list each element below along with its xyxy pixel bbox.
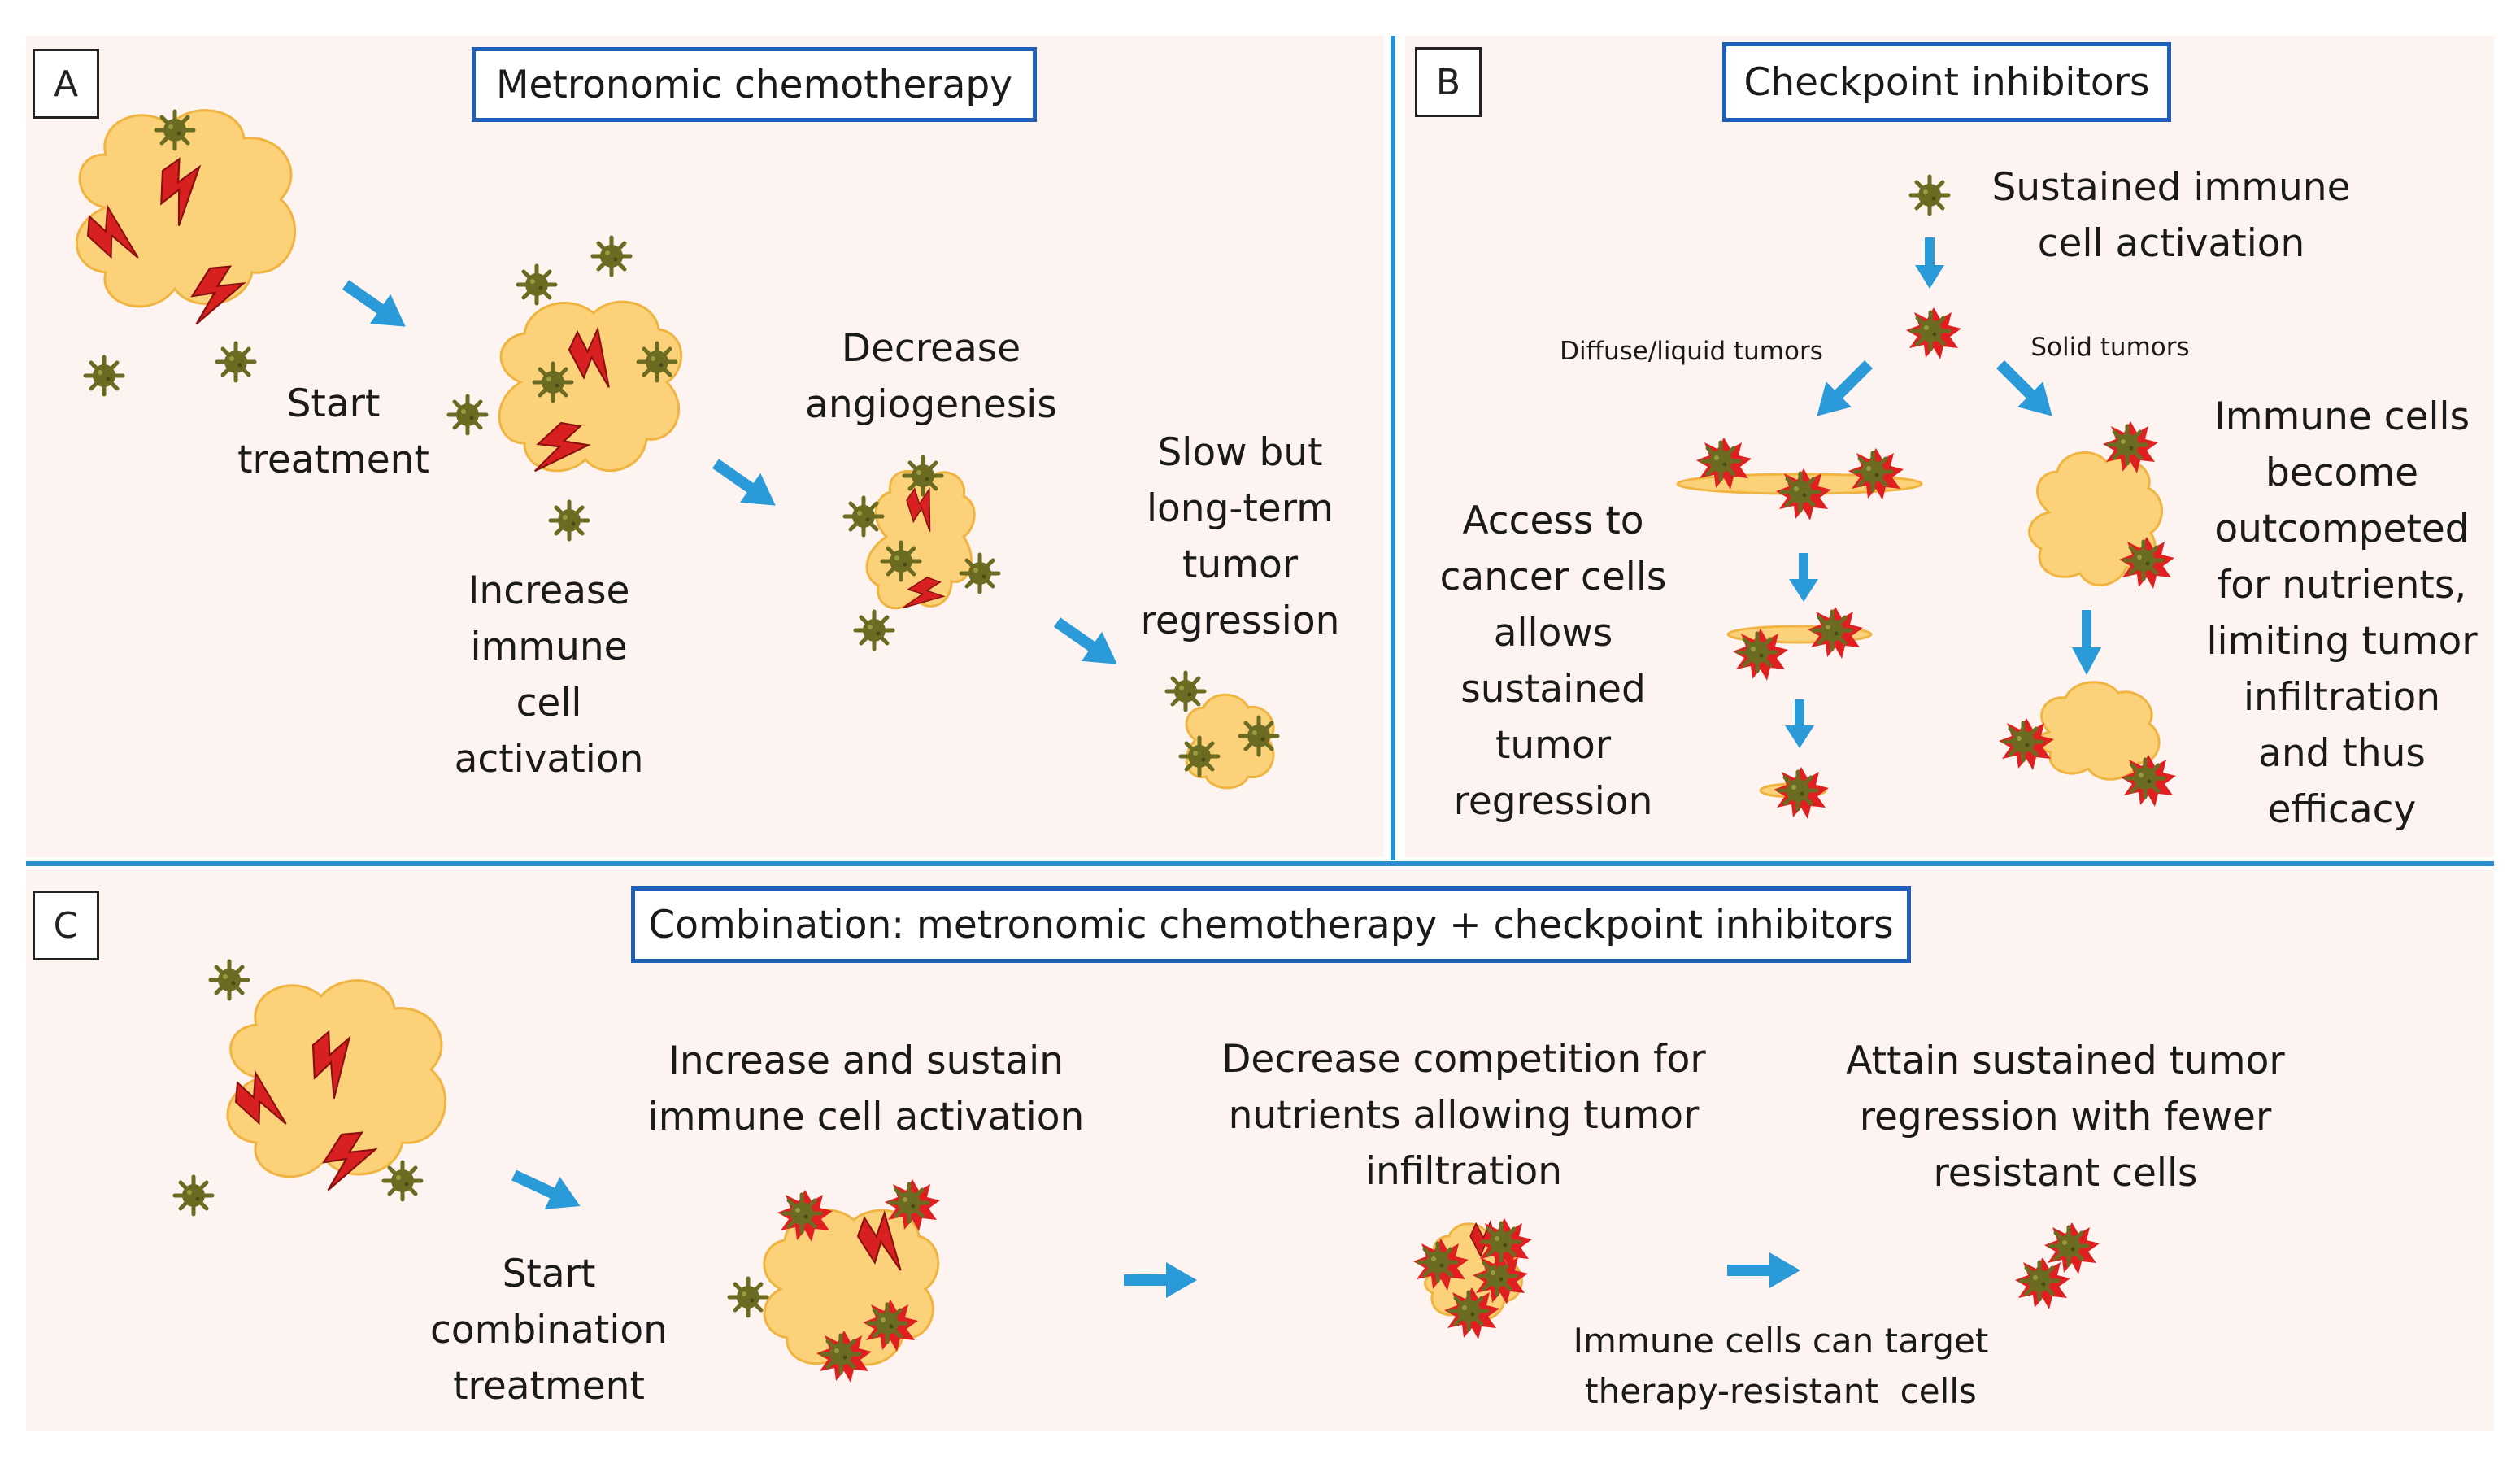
panel-b-sustained-label: Sustained immune cell activation xyxy=(1991,165,2351,266)
panel-c-title: Combination: metronomic chemotherapy + c… xyxy=(631,886,1911,963)
panel-c-increase-label: Increase and sustain immune cell activat… xyxy=(647,1039,1085,1139)
immune-cell xyxy=(175,1177,212,1214)
panel-b-letter: B xyxy=(1415,47,1482,117)
panel-c-competition-label: Decrease competition for nutrients allow… xyxy=(1221,1037,1706,1194)
solid-tumor-1 xyxy=(2028,451,2163,586)
immune-cell xyxy=(882,542,920,580)
immune-cell xyxy=(1167,673,1204,710)
panel-c-letter: C xyxy=(33,891,99,960)
immune-cell xyxy=(1240,717,1277,755)
immune-cell xyxy=(1911,176,1948,214)
panel-c-background xyxy=(26,870,2494,1431)
panel-a-letter: A xyxy=(33,49,99,119)
panel-b-solid-label: Solid tumors xyxy=(2030,333,2190,362)
immune-cell xyxy=(638,343,676,381)
arrow-b-solid xyxy=(2072,610,2101,675)
panel-b-access-label: Access to cancer cells allows sustained … xyxy=(1439,499,1667,824)
arrow-b-down-1 xyxy=(1915,237,1944,289)
panel-a-tumor-large xyxy=(75,109,296,333)
panel-a-tumor-treated xyxy=(498,300,683,488)
immune-cell xyxy=(551,502,588,539)
panel-c-tumor-large xyxy=(226,979,446,1199)
panel-c-start-label: Start combination treatment xyxy=(430,1252,668,1409)
panel-c-attain-label: Attain sustained tumor regression with f… xyxy=(1846,1039,2285,1196)
immune-cell xyxy=(1181,738,1218,775)
immune-cell xyxy=(518,266,555,303)
immune-cell xyxy=(534,364,572,401)
immune-cell xyxy=(904,457,942,494)
immune-cell xyxy=(593,237,630,275)
immune-cell xyxy=(85,357,123,394)
panel-a-tumor-shrinking xyxy=(865,469,976,625)
immune-cell xyxy=(211,961,248,999)
immune-cell xyxy=(384,1162,421,1200)
panel-a-regression-label: Slow but long-term tumor regression xyxy=(1140,430,1340,643)
panel-b-diffuse-label: Diffuse/liquid tumors xyxy=(1560,337,1823,366)
immune-cell xyxy=(729,1278,767,1316)
panel-b-outcompeted-label: Immune cells become outcompeted for nutr… xyxy=(2206,394,2478,832)
solid-tumor-2 xyxy=(2035,681,2161,781)
panel-b-background xyxy=(1405,36,2494,857)
immune-cell xyxy=(855,612,893,649)
arrow-b-diffuse-2 xyxy=(1785,699,1814,748)
panel-a-start-label: Start treatment xyxy=(237,381,429,482)
immune-cell xyxy=(156,111,194,149)
panel-b-title: Checkpoint inhibitors xyxy=(1722,42,2171,122)
immune-cell xyxy=(845,498,882,535)
arrow-b-diffuse-1 xyxy=(1789,553,1818,602)
panel-c-target-label: Immune cells can target therapy-resistan… xyxy=(1573,1321,1989,1411)
immune-cell xyxy=(961,555,999,592)
immune-cell xyxy=(449,396,486,433)
panel-a-title: Metronomic chemotherapy xyxy=(472,47,1037,122)
panel-a-increase-label: Increase immune cell activation xyxy=(454,568,644,782)
panel-a-angiogenesis-label: Decrease angiogenesis xyxy=(805,326,1057,427)
